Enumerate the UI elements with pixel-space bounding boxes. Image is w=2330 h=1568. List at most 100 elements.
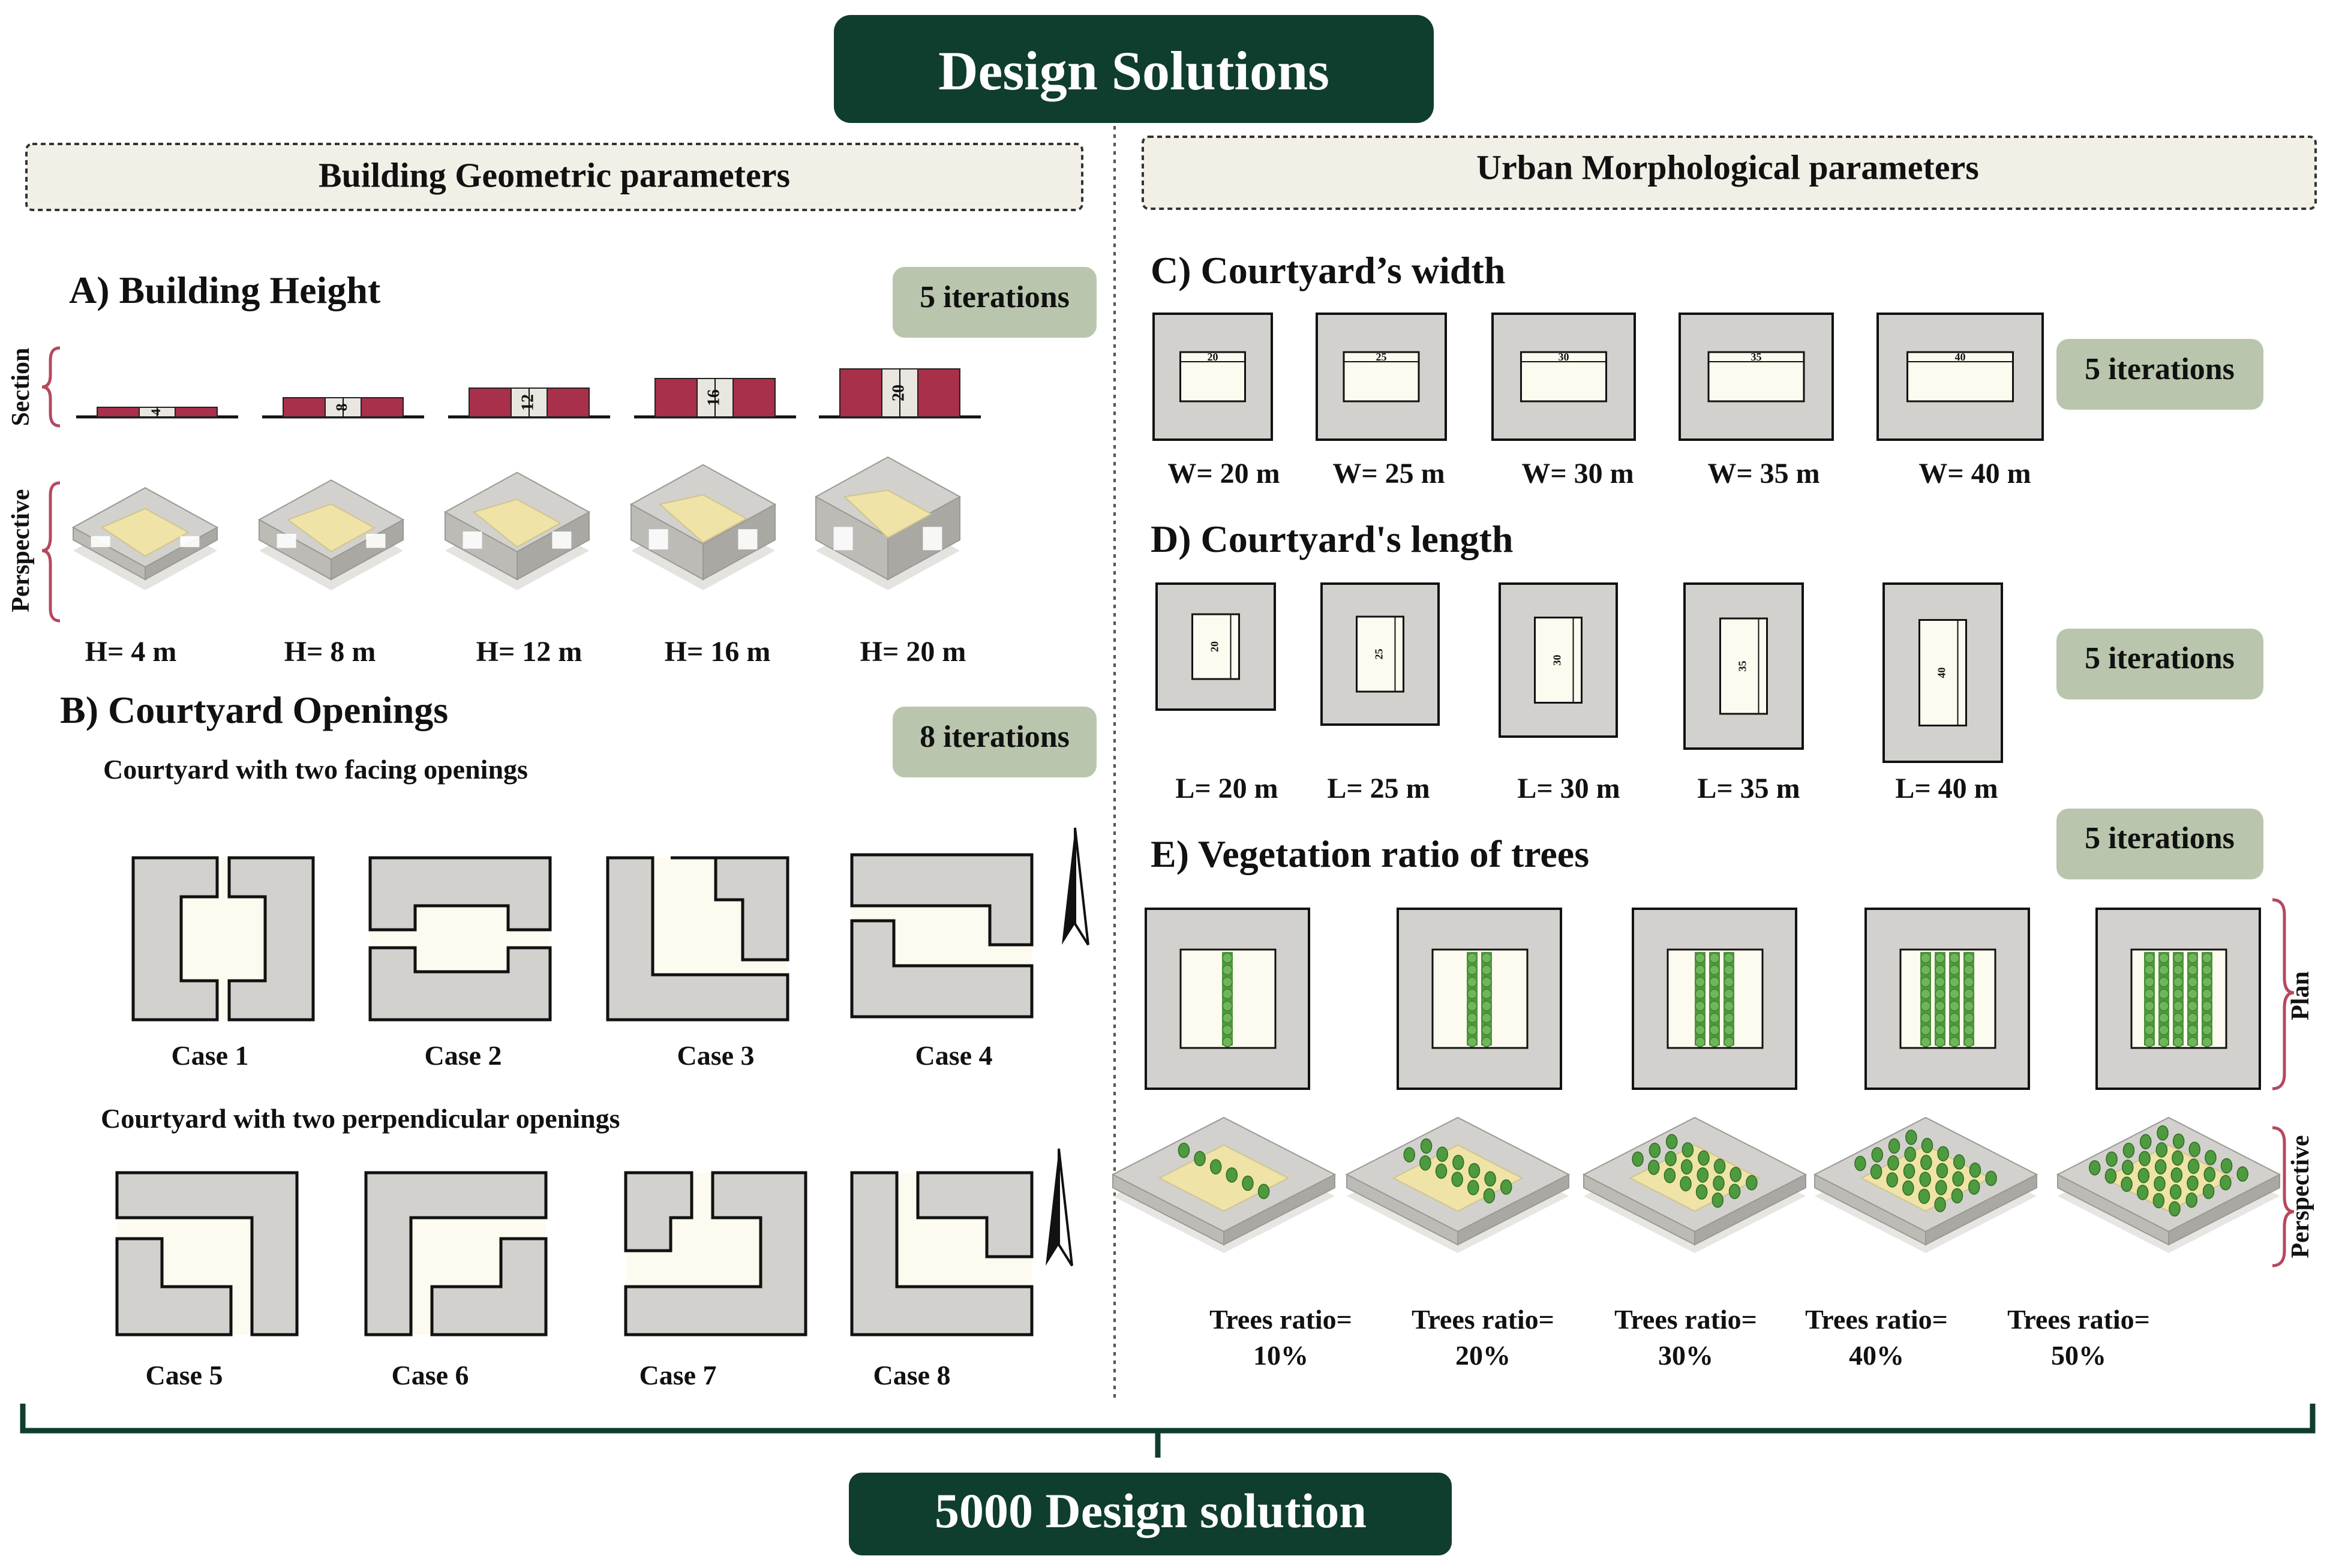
trees-ratio-label: Trees ratio=: [1209, 1304, 1352, 1335]
tree-icon: [1935, 1025, 1945, 1035]
tree-icon: [1968, 1179, 1980, 1195]
north-arrow-icon: [1046, 1149, 1059, 1266]
tree-icon: [1680, 1176, 1692, 1192]
opening-case-6: Case 6: [364, 1171, 548, 1390]
tree-icon: [2106, 1151, 2118, 1167]
tree-icon: [2173, 1025, 2184, 1035]
badge-box: [2056, 629, 2263, 699]
building-block: [364, 1171, 548, 1336]
section-brace: [41, 346, 61, 428]
section-b-title: B) Courtyard Openings: [60, 689, 448, 731]
tree-icon: [1709, 989, 1720, 999]
plan-label: Plan: [2287, 971, 2314, 1020]
badge-label: 5 iterations: [2085, 821, 2235, 855]
perspective-label-e: Perspective: [2287, 1135, 2314, 1258]
tree-icon: [1920, 989, 1931, 999]
tree-icon: [2144, 1001, 2155, 1011]
building-block: [624, 1171, 693, 1252]
tree-icon: [1949, 989, 1960, 999]
building-block: [227, 856, 315, 1022]
case-label: Case 1: [171, 1040, 248, 1071]
length-plan-20: 20L= 20 m: [1155, 582, 1278, 804]
height-section-8: 8: [262, 397, 424, 419]
tree-icon: [2157, 1125, 2169, 1141]
tree-icon: [1949, 1037, 1960, 1047]
tree-icon: [1709, 1037, 1720, 1047]
length-label: L= 25 m: [1327, 773, 1430, 804]
tree-icon: [1467, 1001, 1478, 1011]
badge-label: 8 iterations: [920, 720, 1070, 754]
tree-icon: [1935, 1013, 1945, 1023]
tree-icon: [1481, 965, 1492, 975]
tree-icon: [1403, 1147, 1415, 1163]
tree-icon: [2187, 989, 2198, 999]
section-side-label: Section: [7, 346, 61, 428]
tree-icon: [1724, 1037, 1734, 1047]
north-arrow-top: [1062, 827, 1089, 946]
opening-case-5: Case 5: [115, 1171, 299, 1390]
tree-icon: [1724, 965, 1734, 975]
tree-icon: [1953, 1154, 1965, 1170]
trees-ratio-value: 10%: [1253, 1340, 1308, 1371]
dimension-label: 4: [148, 409, 163, 416]
tree-icon: [2144, 989, 2155, 999]
tree-icon: [1682, 1142, 1694, 1158]
tree-icon: [1500, 1179, 1512, 1195]
tree-icon: [2187, 1025, 2198, 1035]
tree-icon: [1963, 953, 1974, 963]
tree-icon: [1481, 1025, 1492, 1035]
tree-icon: [1419, 1155, 1431, 1171]
tree-icon: [1963, 1001, 1974, 1011]
tree-icon: [1695, 989, 1706, 999]
perspective-side-label-a: Perspective: [7, 481, 61, 623]
footer-text: 5000 Design solution: [935, 1483, 1367, 1538]
tree-icon: [1467, 1013, 1478, 1023]
tree-icon: [1695, 1184, 1708, 1200]
bottom-brace: [20, 1404, 2316, 1458]
perspective-side-label-e: Perspective: [2272, 1126, 2314, 1267]
tree-icon: [1951, 1188, 1963, 1204]
tree-icon: [1870, 1164, 1882, 1180]
tree-icon: [1665, 1134, 1678, 1150]
trees-ratio-value: 40%: [1849, 1340, 1904, 1371]
height-section-4: 4: [76, 407, 238, 419]
courtyard-floor: [472, 498, 562, 548]
tree-icon: [1920, 1025, 1931, 1035]
section-d-title: D) Courtyard's length: [1151, 518, 1513, 560]
section-e-badge: 5 iterations: [2056, 809, 2263, 879]
tree-icon: [2173, 953, 2184, 963]
tree-icon: [1483, 1188, 1496, 1204]
opening-gap: [463, 531, 482, 549]
opening-gap: [366, 533, 386, 548]
perspective-brace-a: [41, 481, 61, 623]
perpendicular-openings-subtitle: Courtyard with two perpendicular opening…: [101, 1103, 620, 1134]
tree-icon: [1949, 1001, 1960, 1011]
section-d-badge: 5 iterations: [2056, 629, 2263, 699]
dimension-label: 25: [1376, 351, 1387, 363]
tree-icon: [1697, 1167, 1709, 1183]
tree-icon: [1481, 953, 1492, 963]
tree-icon: [1905, 1130, 1917, 1145]
tree-icon: [1709, 977, 1720, 987]
height-label: H= 12 m: [476, 636, 582, 668]
tree-icon: [2187, 1001, 2198, 1011]
tree-icon: [1949, 1025, 1960, 1035]
opening-case-7: Case 7: [624, 1171, 807, 1390]
tree-icon: [1936, 1163, 1948, 1179]
length-label: L= 35 m: [1697, 773, 1800, 804]
tree-icon: [2173, 1037, 2184, 1047]
tree-icon: [2203, 1167, 2216, 1182]
tree-icon: [1709, 1013, 1720, 1023]
trees-ratio-label: Trees ratio=: [1614, 1304, 1757, 1335]
tree-icon: [2173, 977, 2184, 987]
tree-icon: [1467, 1180, 1479, 1195]
vegetation-plan-10: [1145, 908, 1310, 1090]
tree-icon: [1709, 965, 1720, 975]
tree-icon: [2202, 989, 2212, 999]
tree-icon: [1724, 1025, 1734, 1035]
tree-icon: [1436, 1146, 1448, 1162]
case-label: Case 7: [639, 1360, 716, 1390]
badge-label: 5 iterations: [920, 280, 1070, 314]
courtyard-plan: [1906, 351, 2014, 402]
